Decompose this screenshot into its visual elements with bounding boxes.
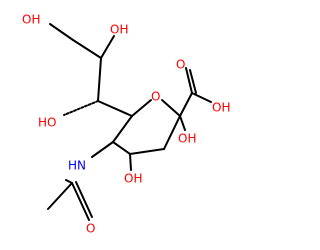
bond-c8-c9 [72,39,102,59]
bond-c5-nh [91,141,114,158]
bond-ring-c4-c5 [112,141,131,155]
bond-carbonyl-o-a [71,182,90,221]
bond-c4-oh [129,153,132,171]
atom-ring-oh: OH [178,132,196,146]
bond-c2-carboxyl [179,92,193,117]
structure-diagram: OH OH HO O O OH OH HN OH O [22,13,230,236]
atom-ring-oh-lower: OH [124,172,142,186]
atom-oh-upper-mid: OH [110,23,128,37]
atom-labels: OH OH HO O O OH OH HN OH O [22,13,230,236]
bond-nh-carbonyl [65,179,73,184]
bond-ring-o-c2 [161,99,181,117]
bond-ring-c5-c6 [112,115,133,143]
atom-oh-top: OH [22,13,40,27]
bond-c9-oh [49,23,74,41]
atom-carboxyl-oh: OH [212,101,230,115]
bond-c7-c8 [97,57,102,102]
bond-ring-c6-o [131,99,152,117]
atom-ring-o: O [151,90,160,104]
bond-c8-oh [100,35,115,59]
atom-acetyl-o: O [86,222,95,236]
atom-ho-left: HO [38,116,56,130]
atom-nh: HN [68,159,86,173]
bond-c6-c7 [97,100,133,117]
bond-carbonyl-o-b [75,181,93,218]
atom-carboxyl-o: O [176,58,185,72]
bond-carboxyl-oh [191,92,212,103]
bond-c7-oh [63,100,99,116]
bond-ring-c2-c3 [163,115,181,150]
bond-carboxyl-o-double-b [189,69,197,94]
bond-carboxyl-o-double-a [185,67,193,94]
bond-c2-oh [179,115,186,131]
bond-ring-c3-c4 [129,148,165,155]
bonds [47,23,212,221]
bond-carbonyl-methyl [47,182,73,210]
molecule-canvas: OH OH HO O O OH OH HN OH O [22,12,231,236]
